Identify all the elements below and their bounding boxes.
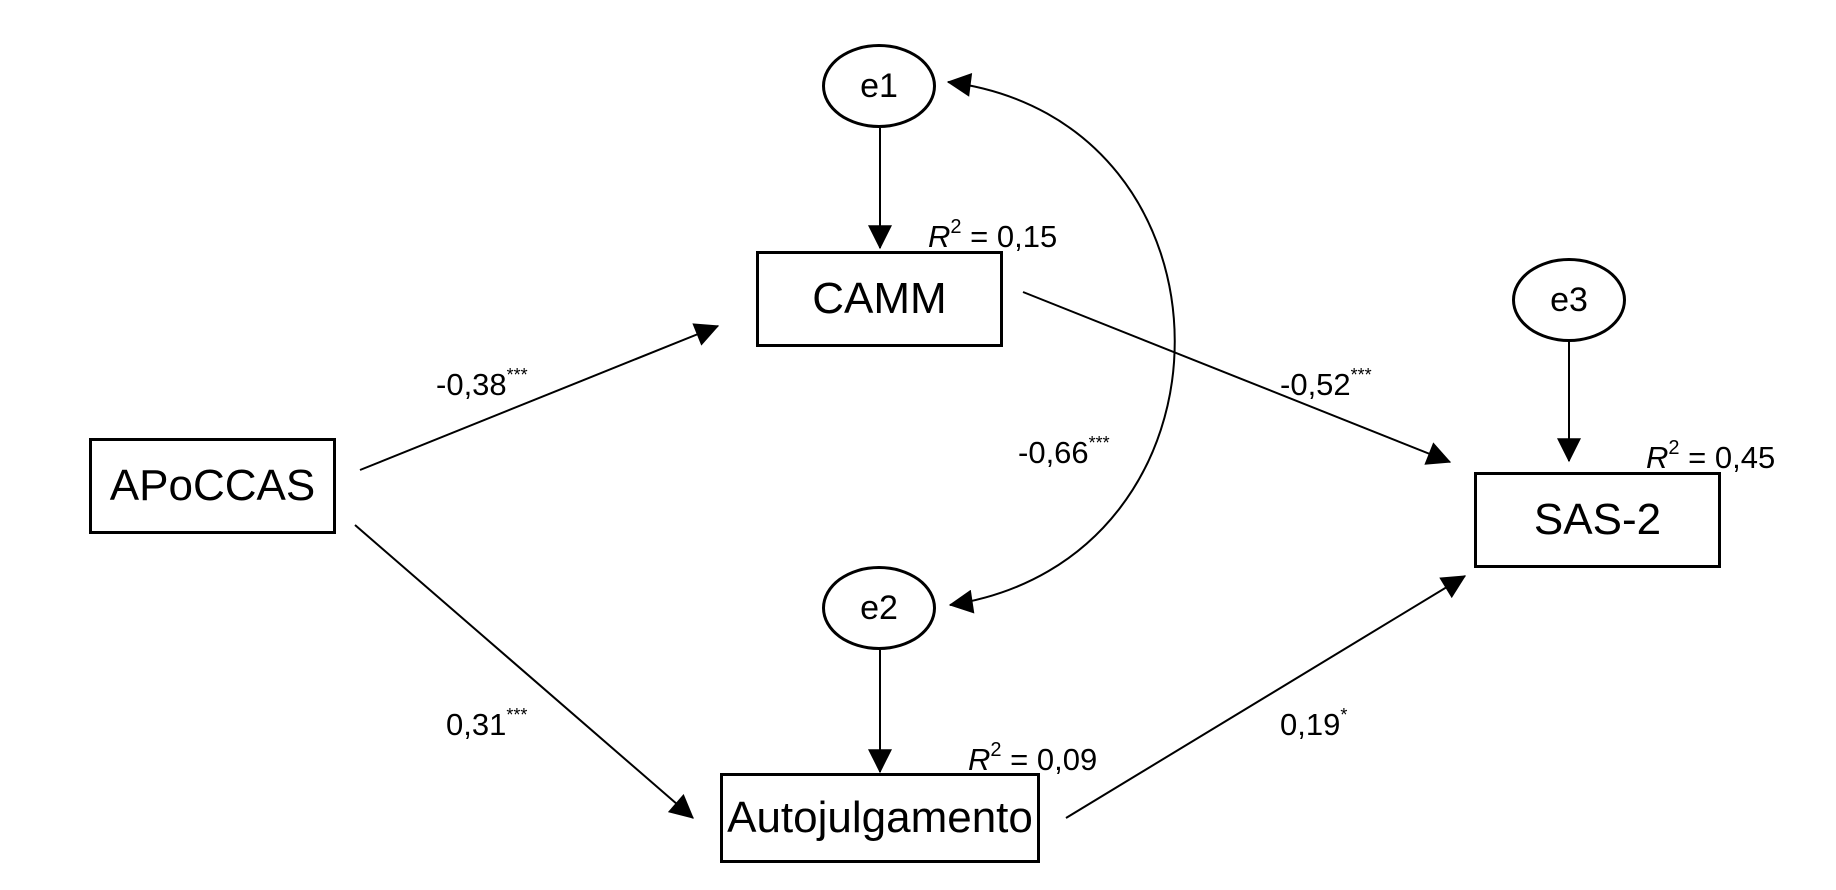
path-autojulgamento-sas2 [1065, 575, 1467, 819]
coef-apoccas-autojulgamento: 0,31*** [446, 705, 528, 742]
node-apoccas: APoCCAS [89, 438, 336, 534]
error-e3: e3 [1512, 258, 1626, 342]
coef-autojulgamento-sas2: 0,19* [1280, 705, 1348, 742]
covariance-e1-e2 [946, 72, 1176, 614]
r-squared-camm: R2 = 0,15 [928, 216, 1058, 254]
coef-covariance-e1-e2: -0,66*** [1018, 433, 1110, 470]
path-camm-sas2 [1022, 291, 1452, 465]
path-apoccas-autojulgamento [354, 524, 694, 819]
node-autojulgamento: Autojulgamento [720, 773, 1040, 863]
error-e2: e2 [822, 566, 936, 650]
coef-apoccas-camm: -0,38*** [436, 365, 528, 402]
r-squared-autojulgamento: R2 = 0,09 [968, 739, 1098, 777]
error-e1: e1 [822, 44, 936, 128]
path-apoccas-camm [359, 323, 720, 471]
r-squared-sas2: R2 = 0,45 [1646, 437, 1776, 475]
node-sas2: SAS-2 [1474, 472, 1721, 568]
node-camm: CAMM [756, 251, 1003, 347]
coef-camm-sas2: -0,52*** [1280, 365, 1372, 402]
